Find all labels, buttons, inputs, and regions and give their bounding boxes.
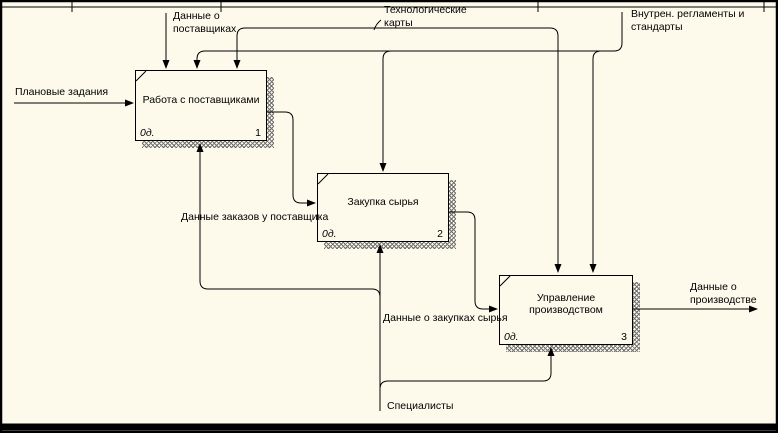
arrow-specialists-to-box1[interactable]	[196, 143, 381, 298]
activity-title: Работа с поставщиками	[142, 93, 260, 106]
node-label: 0д.	[140, 127, 155, 139]
corner-mark-box1	[135, 70, 147, 82]
label-suppliers-data[interactable]: Данные о поставщиках	[173, 10, 236, 36]
label-line: производстве	[690, 294, 757, 306]
corner-mark-box3	[499, 275, 511, 287]
box-number: 3	[621, 331, 627, 343]
label-line: Внутрен. регламенты и	[631, 8, 745, 20]
box-number: 2	[437, 228, 443, 240]
label-line: Технологические	[384, 4, 467, 16]
arrow-regulations-to-box3[interactable]	[589, 50, 602, 273]
label-line: стандарты	[631, 21, 683, 33]
label-line: карты	[384, 17, 413, 29]
label-tech-cards[interactable]: Технологические карты	[384, 4, 467, 30]
arrow-purchases-data[interactable]	[449, 211, 498, 313]
corner-mark-box2	[317, 173, 329, 185]
box-number: 1	[255, 127, 261, 139]
label-specialists[interactable]: Специалисты	[387, 400, 454, 412]
arrow-tech-cards-to-box3[interactable]	[377, 27, 562, 273]
activity-title: Управление производством	[529, 292, 603, 316]
label-production-data[interactable]: Данные о производстве	[690, 281, 757, 307]
label-line: Данные о	[690, 281, 737, 293]
activity-title: Закупка сырья	[347, 195, 419, 208]
label-line: Данные о	[173, 10, 220, 22]
label-purchases-data[interactable]: Данные о закупках сырья	[383, 312, 508, 324]
activity-box-2[interactable]: Закупка сырья 0д. 2	[317, 173, 449, 242]
label-line: поставщиках	[173, 23, 237, 35]
label-orders-data[interactable]: Данные заказов у поставщика	[181, 211, 329, 223]
node-label: 0д.	[322, 228, 337, 240]
tech-cards-label-squiggle	[373, 19, 382, 31]
activity-box-1[interactable]: Работа с поставщиками 0д. 1	[135, 70, 267, 141]
arrow-specialists-to-box3[interactable]	[379, 347, 555, 390]
arrow-regulations-to-box1[interactable]	[193, 12, 623, 69]
arrow-regulations-to-box2[interactable]	[379, 50, 392, 172]
header-ruler-ticks	[71, 2, 765, 12]
arrow-orders-data[interactable]	[267, 111, 316, 207]
node-label: 0д.	[504, 331, 519, 343]
label-plan-tasks[interactable]: Плановые задания	[15, 86, 109, 98]
arrow-tech-cards-to-box1[interactable]	[233, 27, 377, 69]
activity-box-3[interactable]: Управление производством 0д. 3	[499, 275, 633, 345]
label-regulations[interactable]: Внутрен. регламенты и стандарты	[631, 8, 744, 34]
footer-bar	[0, 423, 778, 431]
